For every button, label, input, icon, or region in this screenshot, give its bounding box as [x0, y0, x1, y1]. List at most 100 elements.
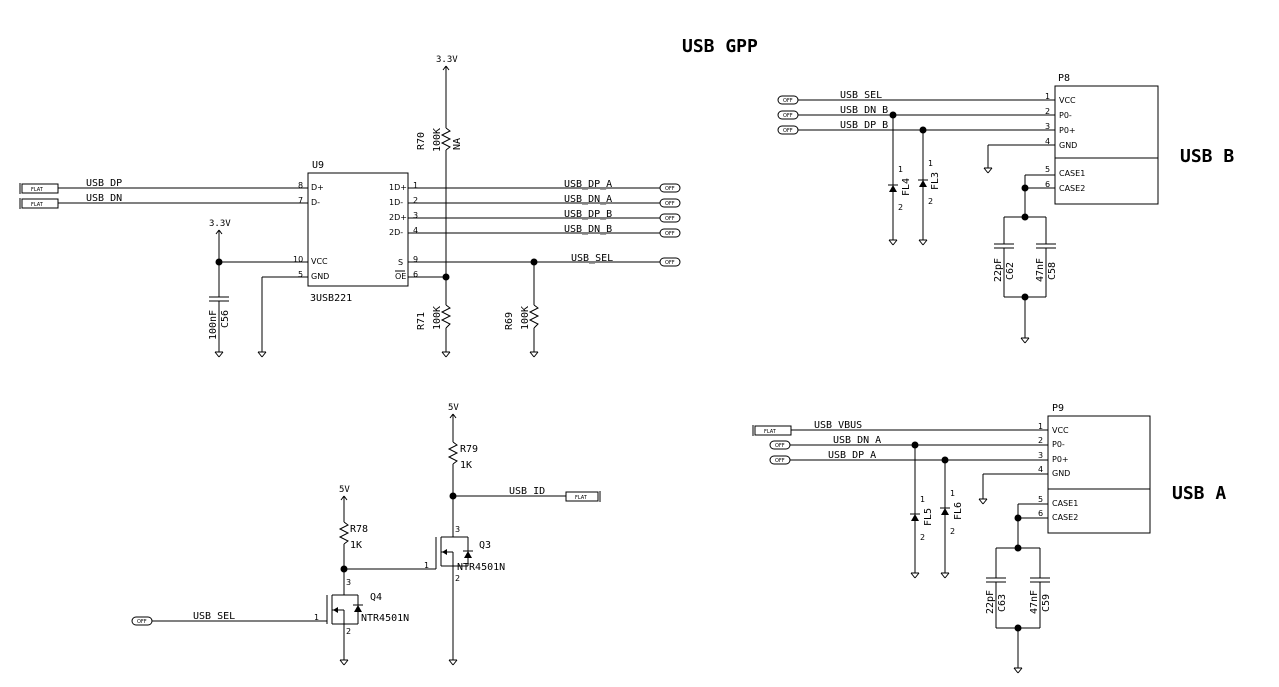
p8-pin-name: P0-: [1059, 111, 1072, 120]
power-label-5v: 5V: [339, 485, 350, 495]
u9-pin-num: 10: [293, 255, 303, 264]
offpage-port-usb-dn-b[interactable]: OFF: [659, 228, 681, 238]
u9-pin-name: GND: [311, 272, 329, 281]
flat-port-box: [565, 491, 599, 502]
u9-pin-name: OE: [395, 272, 406, 281]
svg-text:3: 3: [346, 578, 351, 587]
c59-value: 47nF: [1029, 590, 1040, 614]
svg-text:2: 2: [898, 203, 903, 212]
r70-value: 100K: [432, 128, 443, 152]
p8-pin-name: P0+: [1059, 126, 1076, 135]
junction: [215, 258, 223, 266]
c56-ref: C56: [220, 310, 231, 328]
q3-ref: Q3: [479, 540, 491, 551]
net-label-usb-dn-a: USB_DN_A: [564, 194, 612, 205]
port-usb-dn[interactable]: FLAT: [19, 198, 59, 209]
net-label-usb-dp-a: USB_DP_A: [828, 450, 876, 461]
net-label-usb-dp-b: USB_DP_B: [840, 120, 888, 131]
p9-pin-num: 3: [1038, 451, 1043, 460]
svg-text:2: 2: [920, 533, 925, 542]
offpage-port-p8-dp[interactable]: OFF: [777, 125, 799, 135]
u9-pin-name: 1D-: [389, 198, 403, 207]
power-label-33v: 3.3V: [209, 219, 231, 229]
c63-value: 22pF: [985, 590, 996, 614]
p8-pin-num: 1: [1045, 92, 1050, 101]
offpage-port-usb-sel[interactable]: OFF: [659, 257, 681, 267]
svg-text:OFF: OFF: [775, 458, 785, 464]
ground-icon: [940, 572, 950, 579]
svg-text:2: 2: [928, 197, 933, 206]
u9-pin-name: VCC: [311, 257, 328, 266]
offpage-port-usb-dp-a[interactable]: OFF: [659, 183, 681, 193]
fl6-ref: FL6: [953, 502, 964, 520]
offpage-port-p8-dn[interactable]: OFF: [777, 110, 799, 120]
u9-pin-num: 9: [413, 255, 418, 264]
u9-switch: U9 3USB221 D+ D- VCC GND 8 7 10 5 1D+ 1D…: [293, 160, 418, 304]
offpage-port-p8-sel[interactable]: OFF: [777, 95, 799, 105]
resistor-r71: [440, 304, 452, 329]
c58-ref: C58: [1047, 262, 1058, 280]
p9-ref: P9: [1052, 403, 1064, 414]
resistor-r78: [338, 521, 350, 545]
q3-part: NTR4501N: [457, 562, 505, 573]
svg-text:OFF: OFF: [665, 186, 675, 192]
u9-pin-name: D+: [311, 183, 324, 192]
p8-pin-name: VCC: [1059, 96, 1076, 105]
ground-icon: [978, 498, 988, 505]
port-usb-dp[interactable]: FLAT: [19, 183, 59, 194]
u9-pin-num: 1: [413, 181, 418, 190]
ground-icon: [888, 239, 898, 246]
p8-connector: P8 VCC P0- P0+ GND CASE1 CASE2 1 2 3 4 5…: [1045, 73, 1159, 205]
offpage-port-usb-dp-b[interactable]: OFF: [659, 213, 681, 223]
r70-ref: R70: [416, 132, 427, 150]
p9-pin-num: 2: [1038, 436, 1043, 445]
p9-pin-num: 5: [1038, 495, 1043, 504]
u9-pin-num: 8: [298, 181, 303, 190]
u9-pin-name: S: [398, 258, 403, 267]
c62-ref: C62: [1005, 262, 1016, 280]
svg-text:2: 2: [346, 627, 351, 636]
svg-text:OFF: OFF: [665, 201, 675, 207]
p9-pin-name: VCC: [1052, 426, 1069, 435]
junction: [340, 565, 348, 573]
p8-body: [1054, 85, 1159, 205]
u9-pin-name: D-: [311, 198, 320, 207]
q4-part: NTR4501N: [361, 613, 409, 624]
u9-pin-num: 3: [413, 211, 418, 220]
ground-icon: [983, 167, 993, 174]
flat-port-label: FLAT: [575, 495, 588, 501]
r78-ref: R78: [350, 524, 368, 535]
offpage-port-usb-dn-a[interactable]: OFF: [659, 198, 681, 208]
p9-connector: P9 VCC P0- P0+ GND CASE1 CASE2 1 2 3 4 5…: [1038, 403, 1151, 534]
p9-pin-num: 4: [1038, 465, 1043, 474]
svg-text:OFF: OFF: [783, 113, 793, 119]
port-usb-id[interactable]: FLAT: [565, 491, 601, 502]
port-usb-vbus[interactable]: FLAT: [752, 425, 792, 436]
section-title-usb-b: USB B: [1180, 146, 1234, 167]
flat-port-label: FLAT: [764, 429, 777, 435]
svg-text:1: 1: [898, 165, 903, 174]
u9-pin-name: 2D+: [389, 213, 407, 222]
tvs-diode-fl3: [918, 179, 928, 187]
offpage-port-p9-dn[interactable]: OFF: [769, 440, 791, 450]
r69-ref: R69: [504, 312, 515, 330]
p9-pin-num: 6: [1038, 509, 1043, 518]
section-title-usb-gpp: USB GPP: [682, 36, 758, 57]
flat-port-label: FLAT: [31, 202, 44, 208]
net-label-usb-dn-b: USB_DN_B: [840, 105, 888, 116]
flat-port-label: FLAT: [31, 187, 44, 193]
r78-value: 1K: [350, 540, 362, 551]
svg-text:1: 1: [920, 495, 925, 504]
svg-text:OFF: OFF: [665, 231, 675, 237]
offpage-port-p9-dp[interactable]: OFF: [769, 455, 791, 465]
p8-ref: P8: [1058, 73, 1070, 84]
offpage-port-q4-sel[interactable]: OFF: [131, 616, 153, 626]
p8-pin-num: 6: [1045, 180, 1050, 189]
p8-pin-num: 4: [1045, 137, 1050, 146]
net-label-usb-dn-a: USB_DN_A: [833, 435, 881, 446]
ground-icon: [214, 351, 224, 358]
u9-ref: U9: [312, 160, 324, 171]
net-label-usb-dp: USB_DP: [86, 178, 122, 189]
tvs-diode-fl6: [940, 507, 950, 515]
